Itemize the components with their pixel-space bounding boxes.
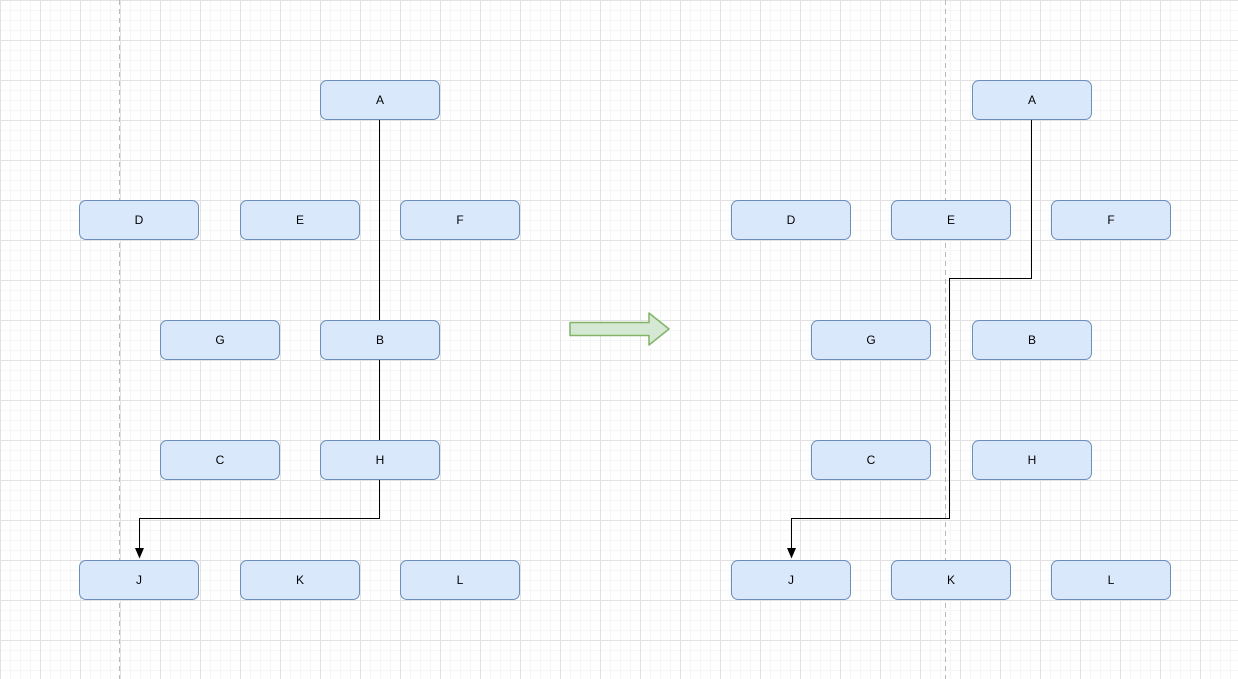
after-node-b[interactable]: B [972, 320, 1092, 360]
after-node-k[interactable]: K [891, 560, 1011, 600]
after-node-g[interactable]: G [811, 320, 931, 360]
edge-a-to-j-before[interactable] [135, 120, 380, 559]
after-node-a[interactable]: A [972, 80, 1092, 120]
before-node-g[interactable]: G [160, 320, 280, 360]
before-node-l[interactable]: L [400, 560, 520, 600]
after-node-l[interactable]: L [1051, 560, 1171, 600]
before-node-c[interactable]: C [160, 440, 280, 480]
before-node-d[interactable]: D [79, 200, 199, 240]
edge-a-to-j-after[interactable] [787, 120, 1032, 559]
before-node-e[interactable]: E [240, 200, 360, 240]
before-node-k[interactable]: K [240, 560, 360, 600]
after-node-j[interactable]: J [731, 560, 851, 600]
before-node-h[interactable]: H [320, 440, 440, 480]
before-node-j[interactable]: J [79, 560, 199, 600]
after-node-f[interactable]: F [1051, 200, 1171, 240]
after-node-c[interactable]: C [811, 440, 931, 480]
right-block-arrow-icon[interactable] [569, 312, 670, 346]
after-node-h[interactable]: H [972, 440, 1092, 480]
before-node-f[interactable]: F [400, 200, 520, 240]
after-node-d[interactable]: D [731, 200, 851, 240]
before-node-b[interactable]: B [320, 320, 440, 360]
after-node-e[interactable]: E [891, 200, 1011, 240]
before-node-a[interactable]: A [320, 80, 440, 120]
